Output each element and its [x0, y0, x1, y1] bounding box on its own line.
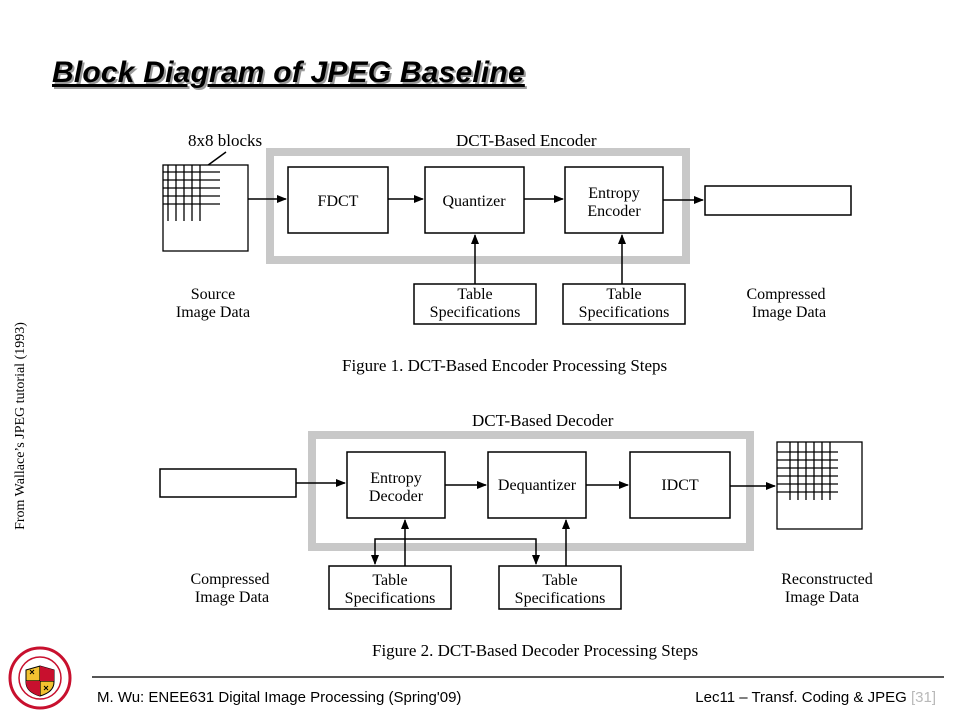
- entropy-decoder-label-1: Entropy: [370, 470, 422, 487]
- slide-title: Block Diagram of JPEG Baseline: [52, 56, 525, 89]
- reconstructed-label-1: Reconstructed: [781, 571, 873, 588]
- footer-lecture: Lec11 – Transf. Coding & JPEG [31]: [695, 689, 936, 706]
- fdct-block: [287, 166, 389, 234]
- decoder-diagram: DCT-Based Decoder Entropy Decoder Dequan…: [159, 411, 873, 660]
- reconstructed-image-grid: [776, 441, 863, 530]
- decoder-table-spec-2-line-2: Specifications: [515, 590, 606, 607]
- university-seal-icon: [8, 646, 72, 710]
- decoder-table-spec-1-line-2: Specifications: [345, 590, 436, 607]
- decoder-group-frame: [308, 431, 754, 551]
- page-number: [31]: [910, 689, 936, 706]
- entropy-encoder-label-2: Encoder: [587, 203, 641, 220]
- source-label-2: Image Data: [176, 304, 250, 321]
- arrow-entropy-decoder-to-table1: [371, 538, 405, 565]
- decoder-compressed-label-1: Compressed: [190, 571, 269, 588]
- quantizer-label: Quantizer: [442, 193, 506, 210]
- encoder-table-spec-2: [562, 283, 686, 325]
- blocks-label: 8x8 blocks: [188, 131, 262, 150]
- encoder-table-spec-1-line-1: Table: [457, 286, 492, 303]
- compressed-data-input: [159, 468, 297, 498]
- encoder-group-label: DCT-Based Encoder: [456, 131, 597, 150]
- compressed-label-2: Image Data: [752, 304, 826, 321]
- compressed-label-1: Compressed: [746, 286, 825, 303]
- idct-label: IDCT: [661, 477, 699, 494]
- entropy-decoder-block: [346, 451, 446, 519]
- encoder-table-spec-2-line-1: Table: [606, 286, 641, 303]
- arrow-entropy-decoder-to-table2: [405, 538, 540, 565]
- encoder-group-frame: [266, 148, 690, 264]
- decoder-table-spec-2-line-1: Table: [542, 572, 577, 589]
- decoder-group-label: DCT-Based Decoder: [472, 411, 614, 430]
- compressed-data-output: [704, 185, 852, 216]
- quantizer-block: [424, 166, 525, 234]
- encoder-table-spec-2-line-2: Specifications: [579, 304, 670, 321]
- encoder-diagram: DCT-Based Encoder 8x8 blocks FDCT Quan: [162, 131, 852, 375]
- idct-block: [629, 451, 731, 519]
- fdct-label: FDCT: [318, 193, 359, 210]
- decoder-compressed-label-2: Image Data: [195, 589, 269, 606]
- encoder-caption: Figure 1. DCT-Based Encoder Processing S…: [342, 356, 667, 375]
- footer-course: M. Wu: ENEE631 Digital Image Processing …: [97, 689, 462, 706]
- reconstructed-label-2: Image Data: [785, 589, 859, 606]
- entropy-encoder-label-1: Entropy: [588, 185, 640, 202]
- source-label-1: Source: [191, 286, 235, 303]
- decoder-caption: Figure 2. DCT-Based Decoder Processing S…: [372, 641, 698, 660]
- source-image-grid: [162, 164, 249, 252]
- decoder-table-spec-1-line-1: Table: [372, 572, 407, 589]
- footer-lecture-title: Lec11 – Transf. Coding & JPEG: [695, 689, 907, 706]
- encoder-table-spec-1-line-2: Specifications: [430, 304, 521, 321]
- dequantizer-label: Dequantizer: [498, 477, 577, 494]
- encoder-table-spec-1: [413, 283, 537, 325]
- entropy-decoder-label-2: Decoder: [369, 488, 424, 505]
- dequantizer-block: [487, 451, 587, 519]
- footer-divider: [92, 676, 944, 678]
- decoder-table-spec-2: [498, 565, 622, 610]
- decoder-table-spec-1: [328, 565, 452, 610]
